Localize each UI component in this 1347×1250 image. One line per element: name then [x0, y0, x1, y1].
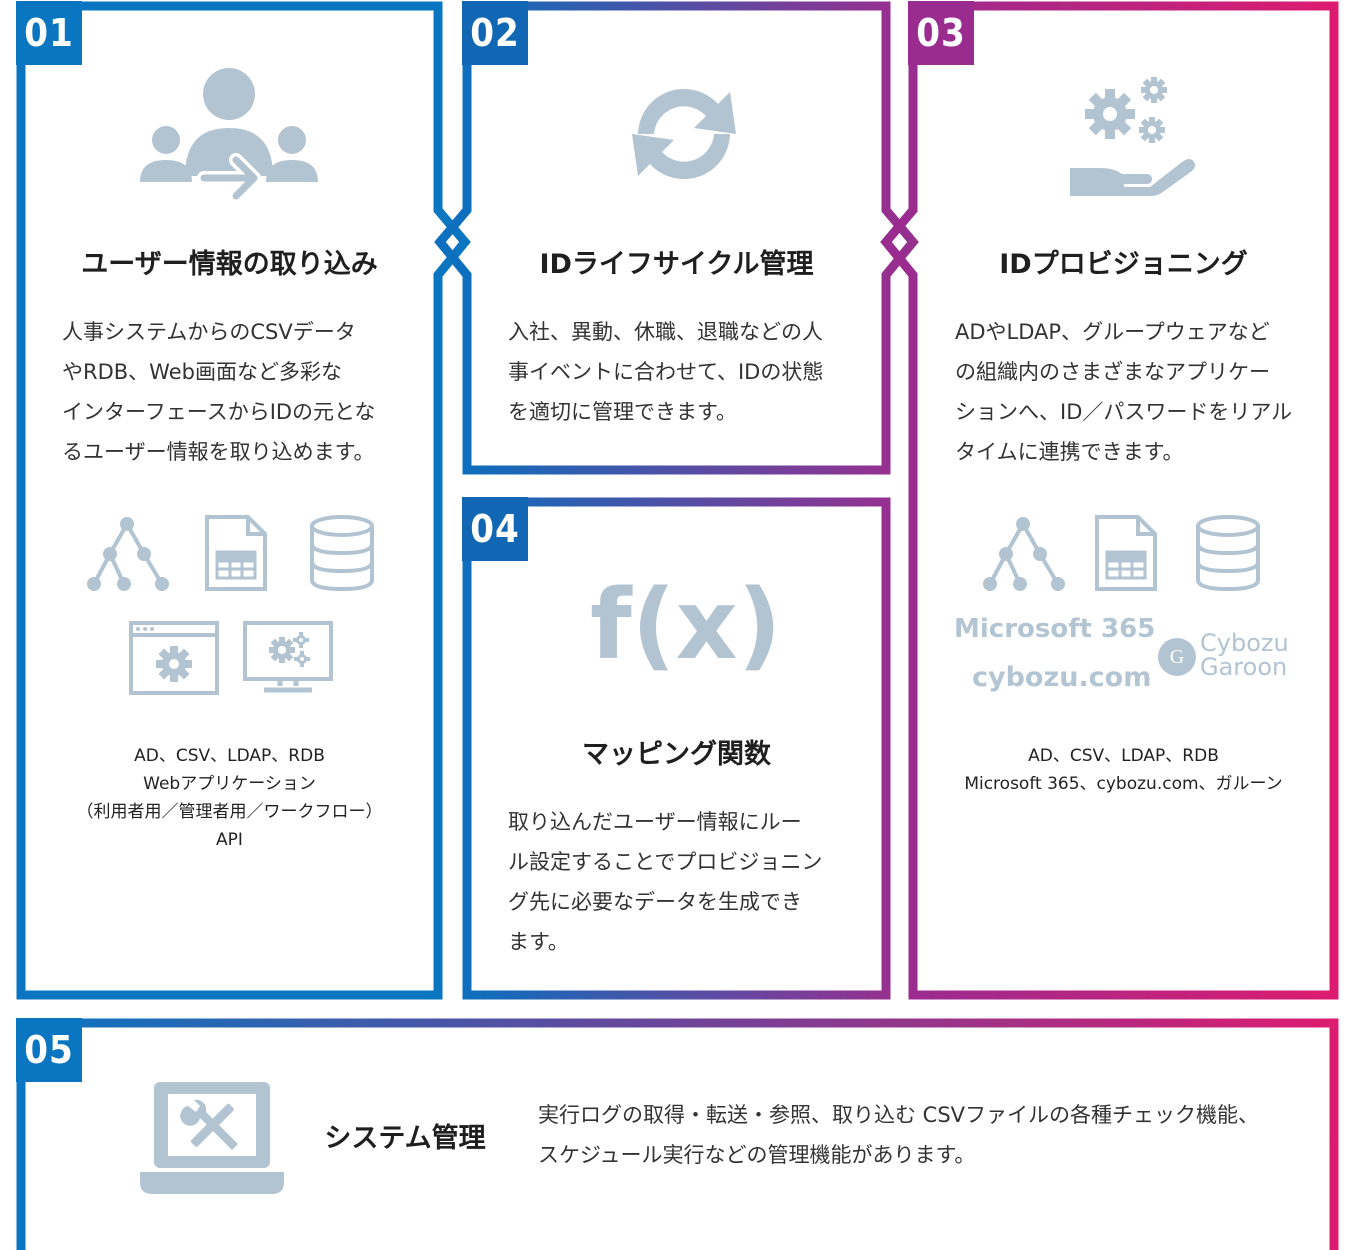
- caption-line: AD、CSV、LDAP、RDB: [134, 746, 325, 766]
- box-02-border: [434, 1, 919, 475]
- description-line: グ先に必要なデータを生成でき: [508, 890, 802, 914]
- ldap-tree-icon: [87, 517, 169, 591]
- box-03-caption: AD、CSV、LDAP、RDB Microsoft 365、cybozu.com…: [913, 742, 1334, 798]
- csv-file-icon: [1095, 515, 1157, 591]
- description-line: 入社、異動、休職、退職などの人: [508, 320, 823, 344]
- description-line: 事イベントに合わせて、IDの状態: [508, 360, 824, 384]
- description-line: を適切に管理できます。: [508, 400, 737, 424]
- csv-file-icon: [205, 515, 267, 591]
- garoon-logo-line2: Garoon: [1200, 653, 1288, 681]
- box-03-description: ADやLDAP、グループウェアなど の組織内のさまざまなアプリケー ションへ、I…: [955, 312, 1292, 472]
- garoon-logo: G Cybozu Garoon: [1156, 629, 1296, 681]
- box-02-title: IDライフサイクル管理: [539, 249, 814, 280]
- monitor-settings-icon: [243, 621, 333, 693]
- description-line: の組織内のさまざまなアプリケー: [955, 360, 1270, 384]
- number-tab-02: [462, 1, 528, 65]
- hand-gears-icon: [1070, 77, 1196, 196]
- sync-icon: [632, 88, 736, 180]
- description-line: やRDB、Web画面など多彩な: [62, 360, 342, 384]
- web-settings-icon: [129, 621, 219, 695]
- box-03-border: [880, 1, 1339, 1000]
- number-tab-01: [16, 1, 82, 65]
- box-01-title: ユーザー情報の取り込み: [81, 249, 378, 280]
- description-line: 取り込んだユーザー情報にルー: [508, 810, 802, 834]
- description-line: 人事システムからのCSVデータ: [62, 320, 356, 344]
- description-line: 実行ログの取得・転送・参照、取り込む CSVファイルの各種チェック機能、: [538, 1103, 1260, 1127]
- box-01-number: 01: [24, 11, 74, 55]
- box-04-title: マッピング関数: [582, 739, 771, 770]
- box-04-number: 04: [470, 507, 520, 551]
- microsoft-365-logo: Microsoft 365: [954, 614, 1156, 644]
- number-tab-03: [908, 1, 974, 65]
- caption-line: （利用者用／管理者用／ワークフロー）: [76, 802, 383, 822]
- box-05-description: 実行ログの取得・転送・参照、取り込む CSVファイルの各種チェック機能、 スケジ…: [538, 1095, 1259, 1175]
- cybozu-com-logo: cybozu.com: [972, 662, 1152, 693]
- function-icon: f(x): [590, 569, 782, 681]
- box-05-title: システム管理: [324, 1123, 486, 1154]
- box-04-border: [462, 497, 891, 1000]
- database-icon: [310, 515, 374, 592]
- box-02-number: 02: [470, 11, 520, 55]
- box-05-border: [16, 1018, 1339, 1250]
- description-line: るユーザー情報を取り込めます。: [62, 440, 375, 464]
- caption-line: Microsoft 365、cybozu.com、ガルーン: [964, 774, 1283, 794]
- description-line: スケジュール実行などの管理機能があります。: [538, 1143, 976, 1167]
- number-tab-04: [462, 497, 528, 561]
- description-line: ADやLDAP、グループウェアなど: [955, 320, 1270, 344]
- garoon-mark-icon: G: [1158, 638, 1196, 676]
- box-03-title: IDプロビジョニング: [999, 249, 1248, 280]
- box-05-number: 05: [24, 1028, 74, 1072]
- description-line: タイムに連携できます。: [955, 440, 1184, 464]
- description-line: インターフェースからIDの元とな: [62, 400, 376, 424]
- caption-line: API: [216, 830, 243, 850]
- box-03-number: 03: [916, 11, 966, 55]
- box-01-description: 人事システムからのCSVデータ やRDB、Web画面など多彩な インターフェース…: [62, 312, 375, 472]
- description-line: ションへ、ID／パスワードをリアル: [955, 400, 1293, 424]
- number-tab-05: [16, 1018, 82, 1082]
- laptop-tools-icon: [140, 1082, 284, 1194]
- description-line: ル設定することでプロビジョニン: [508, 850, 823, 874]
- box-04-description: 取り込んだユーザー情報にルー ル設定することでプロビジョニン グ先に必要なデータ…: [508, 802, 822, 962]
- caption-line: Webアプリケーション: [143, 774, 316, 794]
- database-icon: [1196, 515, 1260, 592]
- description-line: ます。: [508, 930, 569, 954]
- users-import-icon: [140, 68, 318, 203]
- garoon-logo-line1: Cybozu: [1200, 629, 1289, 657]
- ldap-tree-icon: [983, 517, 1065, 591]
- box-01-caption: AD、CSV、LDAP、RDB Webアプリケーション （利用者用／管理者用／ワ…: [21, 742, 438, 854]
- box-02-description: 入社、異動、休職、退職などの人 事イベントに合わせて、IDの状態 を適切に管理で…: [508, 312, 823, 432]
- caption-line: AD、CSV、LDAP、RDB: [1028, 746, 1219, 766]
